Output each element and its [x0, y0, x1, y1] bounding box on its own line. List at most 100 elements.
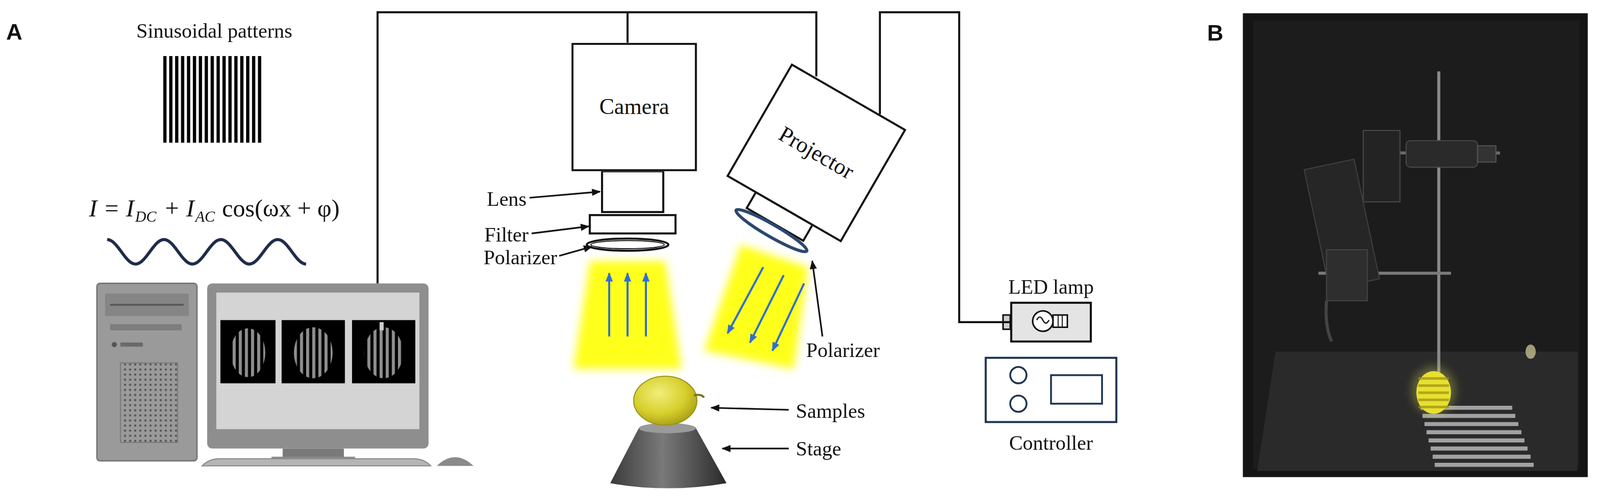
fruit-stem: [379, 322, 384, 331]
callout-label: Filter: [484, 224, 529, 245]
formula-subscript: DC: [134, 208, 157, 227]
light-arrow: [645, 273, 647, 338]
drive-slot: [110, 304, 184, 307]
drive-bay: [104, 293, 189, 317]
floor-stripe: [1424, 422, 1519, 427]
fringe-pattern: [163, 56, 262, 143]
callout-label: Polarizer: [483, 247, 558, 268]
bulb-filament: [1036, 317, 1049, 324]
cable-connector: [880, 12, 1011, 323]
leader-arrow: [558, 247, 592, 257]
formula-term: cos(ωx + φ): [221, 195, 340, 223]
leader-arrow: [812, 261, 823, 337]
filter: [589, 215, 676, 234]
light-arrow: [772, 283, 805, 352]
floor-stripe: [1434, 463, 1534, 468]
sine-wave: [107, 239, 307, 265]
light-spot: [1525, 344, 1536, 360]
mouse: [436, 457, 474, 467]
fringe-image: [281, 320, 345, 384]
floor-stripe: [1430, 446, 1528, 451]
polarizer: [590, 240, 665, 250]
formula-term: + I: [163, 195, 195, 223]
cable: [626, 12, 629, 43]
vent-grille: [120, 363, 178, 443]
leader-arrow: [531, 226, 589, 234]
sine-curve: [107, 239, 307, 265]
fruit-tip: [693, 395, 705, 398]
camera-lens-device: [1477, 146, 1497, 163]
monitor-screen: [216, 293, 420, 430]
node-label: LED lamp: [1008, 276, 1094, 297]
stripe-bar: [210, 56, 215, 143]
mount-device: [1363, 130, 1400, 203]
stripe-bar: [169, 56, 173, 143]
fruit-fringe: [293, 327, 333, 379]
floor-fringes: [1420, 406, 1534, 468]
bulb-thread: [1061, 315, 1063, 328]
bulb-symbol: [1032, 311, 1054, 332]
stripe-bar: [204, 56, 208, 143]
node-label: Controller: [1009, 432, 1094, 454]
light-arrow: [749, 275, 784, 343]
control-knob: [1010, 396, 1027, 413]
node-label: Projector: [775, 122, 858, 184]
stripe-bar: [251, 56, 256, 143]
stripe-bar: [257, 56, 262, 143]
fruit-fringes: [1418, 377, 1449, 409]
bulb-thread: [1057, 315, 1059, 328]
stripe-bar: [192, 56, 197, 143]
stage: [610, 428, 727, 489]
monitor-stand: [282, 449, 345, 459]
fruit-fringe: [230, 328, 266, 378]
fruit-band: [1418, 406, 1449, 409]
stripe-bar: [198, 56, 203, 143]
fruit-band: [1418, 398, 1449, 402]
formula-term: I = I: [88, 195, 134, 223]
fruit-fringe: [364, 327, 403, 379]
reflected-beam: [573, 261, 682, 370]
drive-bay: [110, 324, 182, 331]
callout-label: Stage: [795, 438, 842, 459]
projected-beam: [704, 244, 808, 369]
floor-stripe: [1428, 438, 1525, 443]
control-display: [1051, 375, 1103, 405]
panel-letter: B: [1207, 22, 1224, 45]
sample-glow: [1411, 366, 1457, 416]
cable-bundle: [1325, 301, 1332, 342]
leader-arrow: [722, 448, 789, 450]
fruit-sample: [633, 376, 698, 426]
floor-stripe: [1426, 430, 1522, 435]
control-knob: [1010, 367, 1027, 384]
leader-arrow: [529, 191, 601, 199]
stripe-bar: [240, 56, 244, 143]
stripe-bar: [228, 56, 232, 143]
stripe-bar: [246, 56, 250, 143]
fringe-image: [220, 320, 276, 384]
fruit-sample: [1416, 371, 1452, 415]
stripe-bar: [234, 56, 238, 143]
bulb-base: [1053, 315, 1068, 328]
camera-box: Camera: [571, 43, 698, 172]
mount-device: [1326, 249, 1367, 302]
callout-label: Samples: [795, 400, 866, 422]
fruit-band: [1418, 391, 1449, 395]
panel-letter: A: [6, 21, 23, 44]
monitor-frame: [206, 283, 429, 450]
indicator: [120, 342, 143, 347]
callout-label: Lens: [486, 188, 527, 209]
fruit-band: [1418, 377, 1449, 381]
fruit-band: [1418, 384, 1449, 388]
support-rod: [1437, 71, 1440, 383]
leader-arrow: [711, 408, 789, 411]
fringe-image: [352, 320, 416, 384]
chamber-floor: [1257, 352, 1578, 472]
formula-subscript: AC: [195, 208, 215, 227]
callout-label: Polarizer: [806, 339, 880, 361]
stripe-bar: [180, 56, 185, 143]
camera-lens: [601, 171, 664, 213]
node-label: Camera: [599, 95, 669, 118]
